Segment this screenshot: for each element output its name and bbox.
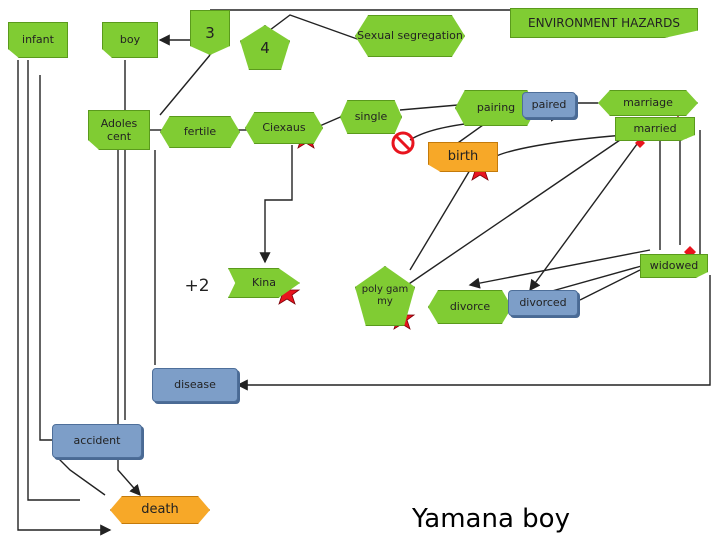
link-poly-birth bbox=[409, 169, 471, 271]
node-divorce: divorce bbox=[428, 290, 512, 324]
link-divorced-widowed bbox=[579, 269, 641, 301]
node-divorced: divorced bbox=[508, 290, 578, 316]
link-married-divorce bbox=[529, 139, 641, 292]
node-accident: accident bbox=[52, 424, 142, 458]
diagram-title: Yamana boy bbox=[412, 504, 570, 534]
node-widowed: widowed bbox=[640, 254, 708, 278]
node-plus-two: +2 bbox=[184, 275, 210, 296]
link-widowed-poly bbox=[468, 249, 651, 289]
link-married-birth bbox=[489, 134, 626, 161]
node-three: 3 bbox=[190, 10, 230, 55]
link-accident-death bbox=[54, 454, 106, 496]
prohibited-icon bbox=[391, 131, 415, 155]
node-marriage: marriage bbox=[598, 90, 698, 116]
node-infant: infant bbox=[8, 22, 68, 58]
node-birth: birth bbox=[428, 142, 498, 172]
link-widowed-disease bbox=[236, 275, 711, 391]
link-infant-accident bbox=[27, 60, 80, 501]
node-sexual-segregation: Sexual segregation bbox=[355, 15, 465, 57]
node-disease: disease bbox=[152, 368, 238, 402]
link-boy-accident bbox=[39, 75, 55, 441]
node-boy: boy bbox=[102, 22, 158, 58]
node-environment-hazards: ENVIRONMENT HAZARDS bbox=[510, 8, 698, 38]
node-paired: paired bbox=[522, 92, 576, 118]
node-adolescent: Adoles cent bbox=[88, 110, 150, 150]
link-ciexaus-down bbox=[259, 145, 293, 264]
node-death: death bbox=[110, 496, 210, 524]
node-married: married bbox=[615, 117, 695, 141]
link-3-adolescent bbox=[159, 54, 211, 116]
node-fertile: fertile bbox=[160, 116, 240, 148]
link-poly-married bbox=[399, 139, 621, 291]
node-single: single bbox=[340, 100, 402, 134]
link-infant-death bbox=[17, 60, 112, 536]
node-ciexaus: Ciexaus bbox=[245, 112, 323, 144]
link-single-pairing bbox=[399, 104, 459, 111]
link-adolescent-death bbox=[117, 150, 141, 497]
